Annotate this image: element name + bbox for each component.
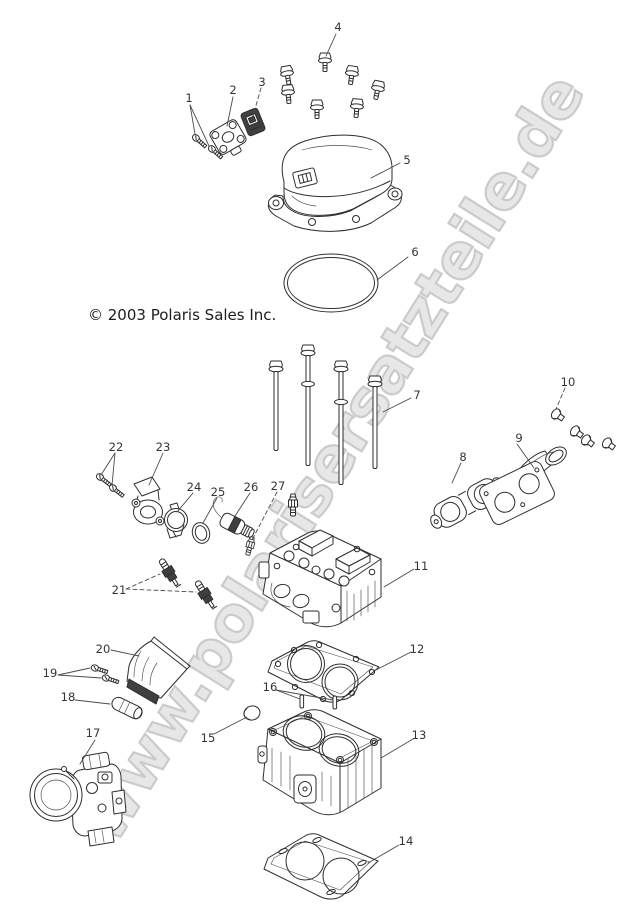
callout-25: 25	[211, 485, 226, 499]
part-intake-boot-20	[126, 636, 191, 705]
callout-7: 7	[413, 388, 420, 402]
callout-14: 14	[399, 834, 414, 848]
part-head-bolts-7	[268, 344, 383, 485]
part-o-ring-6	[283, 253, 379, 313]
part-spark-plugs-21	[155, 556, 219, 612]
part-thermostat-housing-23	[131, 476, 165, 526]
part-screws-22	[94, 471, 126, 499]
callout-8: 8	[459, 450, 466, 464]
part-cap-15	[243, 705, 261, 721]
callout-12: 12	[410, 642, 425, 656]
callout-19: 19	[43, 666, 58, 680]
callout-labels: 1 2 3 4 5 6 7 8 9 10 11 12 13 14 15 16 1…	[43, 20, 576, 848]
part-screws-19	[89, 663, 120, 686]
part-intake-manifold-9	[479, 446, 567, 525]
part-temp-sensor-26	[212, 496, 255, 539]
callout-17: 17	[86, 726, 101, 740]
callout-15: 15	[201, 731, 216, 745]
part-valve-cover-5	[267, 134, 403, 232]
callout-3: 3	[258, 75, 265, 89]
callout-18: 18	[61, 690, 76, 704]
part-head-gasket-12	[267, 640, 380, 703]
callout-16: 16	[263, 680, 278, 694]
callout-24: 24	[187, 480, 202, 494]
callout-13: 13	[412, 728, 427, 742]
leader-lines	[57, 33, 566, 864]
callout-6: 6	[411, 245, 418, 259]
part-dowel-pins-16	[299, 694, 338, 710]
callout-4: 4	[334, 20, 341, 34]
part-breather-body-2	[209, 119, 247, 156]
part-sleeve-18	[111, 696, 143, 720]
part-thermostat-24	[164, 502, 188, 539]
callout-23: 23	[156, 440, 171, 454]
callout-22: 22	[109, 440, 124, 454]
callout-5: 5	[403, 153, 410, 167]
callout-10: 10	[561, 375, 576, 389]
callout-26: 26	[244, 480, 259, 494]
part-o-ring-25	[191, 522, 211, 544]
callout-20: 20	[96, 642, 111, 656]
callout-2: 2	[229, 83, 236, 97]
copyright-text: © 2003 Polaris Sales Inc.	[88, 306, 277, 324]
callout-11: 11	[414, 559, 429, 573]
part-manifold-bolts-10	[549, 406, 618, 453]
part-throttle-body-17	[29, 751, 127, 847]
part-cover-bolts-4	[278, 52, 387, 119]
part-cylinder-head-11	[258, 529, 382, 628]
part-reed-plate-3	[240, 107, 266, 137]
callout-9: 9	[515, 431, 522, 445]
part-cylinder-13	[257, 709, 382, 816]
part-base-gasket-14	[263, 833, 379, 900]
callout-21: 21	[112, 583, 127, 597]
callout-1: 1	[185, 91, 192, 105]
callout-27: 27	[271, 479, 286, 493]
